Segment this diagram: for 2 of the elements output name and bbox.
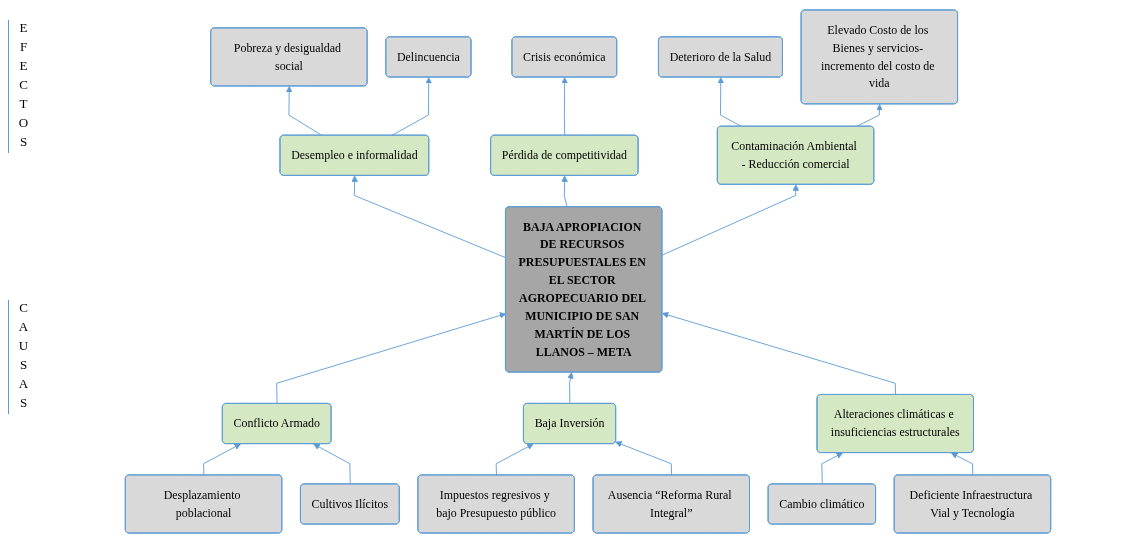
section-label: CAUSAS — [8, 300, 31, 414]
section-label: EFECTOS — [8, 20, 31, 153]
